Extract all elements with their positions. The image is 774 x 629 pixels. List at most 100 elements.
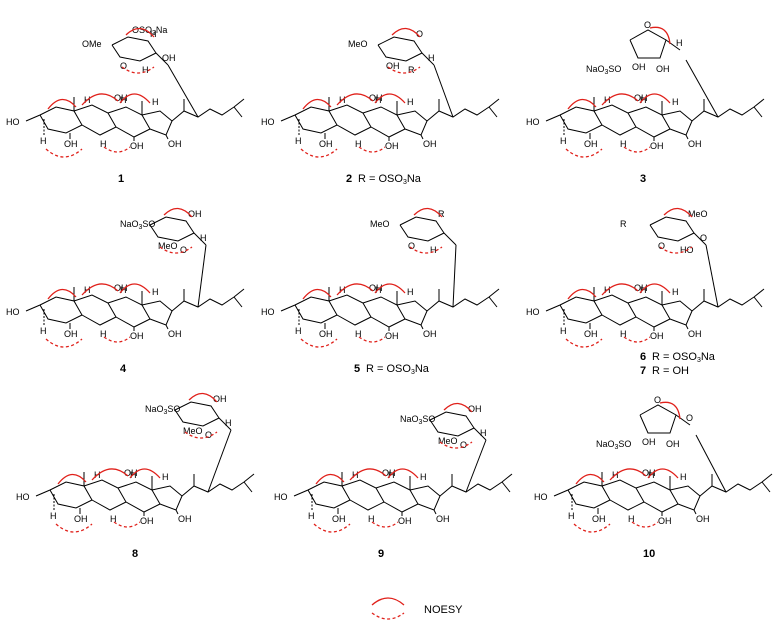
sugar-label: OH: [213, 394, 227, 404]
noesy-arrow: [647, 468, 679, 479]
hydroxyl-label: OH: [319, 139, 333, 149]
hydroxyl-label: OH: [130, 331, 144, 341]
sugar-ring: [399, 216, 445, 242]
isopropyl-b: [233, 288, 245, 298]
hydroxyl-label: OH: [74, 514, 88, 524]
hydroxyl-label: OH: [688, 139, 702, 149]
isopropyl-a: [488, 106, 498, 118]
hydroxyl-3-label: HO: [261, 117, 275, 127]
sugar-label: O: [205, 430, 212, 440]
noesy-arrow: [336, 93, 374, 106]
side-chain: [171, 296, 235, 312]
sugar-label: NaO3SO: [400, 414, 435, 426]
hydroxyl-label: OH: [124, 468, 138, 478]
noesy-arrow-dashed: [573, 523, 611, 533]
hydroxyl-label: OH: [64, 329, 78, 339]
hydroxyl-label: OH: [398, 516, 412, 526]
ring-c: [107, 106, 151, 138]
side-chain: [439, 481, 503, 497]
glycosidic-bond: [421, 52, 435, 66]
legend-noesy-arc: [371, 597, 405, 606]
hydroxyl-3-label: HO: [274, 492, 288, 502]
hydroxyl-3-label: HO: [16, 492, 30, 502]
hydroxyl-3-label: HO: [526, 307, 540, 317]
ring-c: [362, 296, 406, 328]
noesy-arrow-dashed: [565, 148, 603, 158]
bond-oh: [165, 134, 169, 140]
bond-oh: [685, 134, 689, 140]
hydroxyl-label: OH: [658, 516, 672, 526]
hydroxyl-label: OH: [584, 139, 598, 149]
r-group-caption: R = OSO3Na: [366, 363, 430, 376]
hydroxyl-3-label: HO: [261, 307, 275, 317]
hydroxyl-label: OH: [592, 514, 606, 524]
h-label: H: [110, 514, 117, 524]
hydroxyl-label: OH: [178, 514, 192, 524]
h-3-label: H: [560, 326, 567, 336]
sugar-label: O: [180, 245, 187, 255]
noesy-arrow: [374, 93, 406, 104]
isopropyl-a: [233, 106, 243, 118]
sugar-label: O: [408, 241, 415, 251]
hydroxyl-label: OH: [650, 331, 664, 341]
sugar-ring: [149, 216, 195, 242]
h-label: H: [680, 472, 687, 482]
sugar-label: R: [438, 209, 445, 219]
h-3-label: H: [308, 511, 315, 521]
compound-number: 10: [643, 548, 655, 560]
linker-bond: [197, 244, 207, 308]
hydroxyl-label: OH: [140, 516, 154, 526]
bond-oh: [165, 324, 169, 330]
sugar-label: MeO: [348, 39, 368, 49]
noesy-arrow-dashed: [659, 246, 693, 254]
bond-oh: [433, 509, 437, 515]
sugar-label: H: [480, 428, 487, 438]
hydroxyl-label: OH: [385, 141, 399, 151]
noesy-arrow: [163, 207, 193, 218]
glycosidic-bond: [675, 414, 691, 426]
hydroxyl-3-label: HO: [6, 117, 20, 127]
hydroxyl-label: OH: [319, 329, 333, 339]
linker-bond: [705, 244, 719, 308]
noesy-arrow: [639, 93, 671, 104]
noesy-arrow-dashed: [55, 523, 93, 533]
bond-3-oh: [25, 114, 41, 122]
compound-number: 4: [120, 363, 127, 375]
noesy-arrow-dashed: [387, 66, 421, 74]
ring-c: [627, 106, 671, 138]
h-label: H: [152, 97, 159, 107]
hydroxyl-label: OH: [114, 283, 128, 293]
bond-3-oh: [25, 304, 41, 312]
sugar-label: H: [150, 29, 157, 39]
noesy-arrow: [567, 288, 597, 300]
sugar-label: H: [225, 418, 232, 428]
side-chain: [181, 481, 245, 497]
isopropyl-a: [753, 106, 763, 118]
h-3-label: H: [40, 136, 47, 146]
ring-b: [328, 104, 372, 136]
hydroxyl-label: OH: [168, 329, 182, 339]
ring-b: [593, 294, 637, 326]
ring-c: [107, 296, 151, 328]
noesy-arrow-dashed: [103, 336, 131, 343]
hydroxyl-label: OH: [332, 514, 346, 524]
legend-label: NOESY: [424, 604, 463, 616]
compound-number: 3: [640, 173, 646, 185]
noesy-arrow-dashed: [121, 66, 155, 74]
sugar-ring: [639, 404, 677, 434]
noesy-arrow: [336, 283, 374, 296]
noesy-arrow-dashed: [184, 431, 218, 439]
sugar-ring: [111, 36, 157, 62]
isopropyl-b: [753, 98, 765, 108]
h-label: H: [100, 139, 107, 149]
noesy-arrow: [374, 283, 406, 294]
h-label: H: [355, 329, 362, 339]
noesy-arrow: [47, 98, 77, 110]
sugar-ring: [174, 401, 220, 427]
noesy-arrow: [81, 93, 119, 106]
side-chain: [691, 296, 755, 312]
hydroxyl-label: OH: [688, 329, 702, 339]
sugar-label: NaO3SO: [145, 404, 180, 416]
